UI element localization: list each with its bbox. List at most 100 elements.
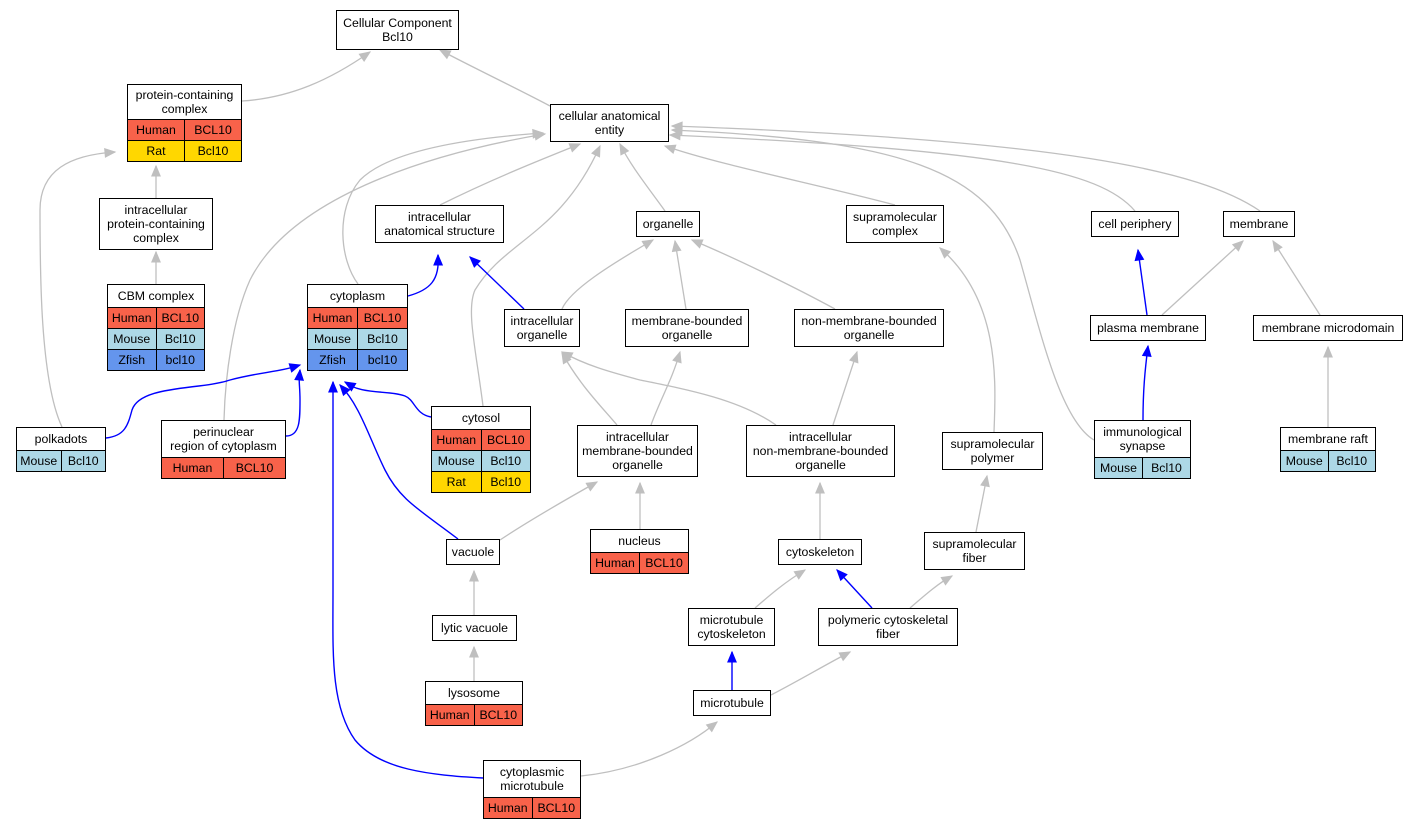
node-ias[interactable]: intracellular anatomical structure: [375, 205, 504, 243]
edge-cae-to-root: [439, 49, 551, 107]
species-cell: Zfish: [118, 353, 146, 367]
node-root[interactable]: Cellular Component Bcl10: [336, 10, 459, 50]
node-label: intracellular non-membrane-bounded organ…: [752, 430, 889, 472]
gene-cell: BCL10: [155, 308, 205, 328]
edge-cytosol-to-cae-arrowhead: [591, 144, 601, 158]
species-cell: Rat: [146, 144, 166, 158]
edge-nmbo-to-organelle-arrowhead: [690, 239, 704, 249]
node-label: membrane raft: [1288, 432, 1368, 446]
node-label: vacuole: [451, 545, 495, 559]
species-cell: Human: [436, 433, 477, 447]
node-label: organelle: [642, 217, 694, 231]
node-mbo[interactable]: membrane-bounded organelle: [625, 309, 749, 347]
node-cytoskeleton[interactable]: cytoskeleton: [778, 539, 862, 565]
species-cell: Zfish: [319, 353, 346, 367]
node-smc[interactable]: supramolecular complex: [846, 205, 944, 243]
node-label: cellular anatomical entity: [558, 109, 661, 137]
edge-lysosome-to-lytic-arrowhead: [469, 645, 479, 658]
node-cae[interactable]: cellular anatomical entity: [550, 104, 669, 142]
gene-cell: Bcl10: [155, 329, 205, 349]
species-cell: Human: [312, 311, 353, 325]
edge-perinuclear-to-cae: [223, 133, 546, 421]
node-mtcyto[interactable]: microtubule cytoskeleton: [688, 608, 775, 646]
edge-inmbo-to-nmbo: [832, 351, 858, 426]
edge-cytosol-to-cytoplasm-arrowhead: [343, 381, 357, 392]
edge-cmt-to-microtubule: [580, 721, 718, 777]
node-microtubule[interactable]: microtubule: [693, 690, 771, 716]
node-label: lytic vacuole: [441, 621, 508, 635]
edge-vacuole-to-imbo-arrowhead: [585, 481, 599, 492]
node-mmd[interactable]: membrane microdomain: [1253, 315, 1403, 341]
node-imbo[interactable]: intracellular membrane-bounded organelle: [577, 425, 698, 477]
gene-cell: Bcl10: [480, 472, 531, 492]
edge-intraorg-to-organelle-arrowhead: [641, 239, 655, 250]
edge-cae-to-root-arrowhead: [438, 49, 452, 60]
edge-intraorg-to-ias-arrowhead: [469, 256, 481, 268]
species-cell: Mouse: [1285, 454, 1323, 468]
gene-cell: BCL10: [357, 308, 407, 328]
node-label: intracellular membrane-bounded organelle: [582, 430, 693, 472]
node-nmbo[interactable]: non-membrane-bounded organelle: [794, 309, 944, 347]
node-ipcc[interactable]: intracellular protein-containing complex: [99, 198, 213, 250]
edge-smp-to-smc: [939, 247, 996, 433]
node-label: cytoskeleton: [785, 545, 855, 559]
node-lytic[interactable]: lytic vacuole: [432, 615, 517, 641]
edge-cellperiph-to-cae: [669, 134, 1136, 212]
edge-polkadots-to-pcc-arrowhead: [104, 148, 117, 158]
edge-cytosol-to-cae: [470, 145, 601, 407]
edge-immsyn-to-pm: [1142, 345, 1149, 421]
node-organelle[interactable]: organelle: [636, 211, 700, 237]
edge-pm-to-membrane-arrowhead: [1231, 240, 1244, 252]
node-label: cytosol: [461, 411, 501, 425]
node-label: intracellular organelle: [510, 314, 574, 342]
edge-pcc-to-root-arrowhead: [358, 51, 372, 63]
edge-smp-to-smc-arrowhead: [939, 247, 952, 259]
edge-pcf-to-cytoskeleton-arrowhead: [836, 569, 848, 582]
edge-nmbo-to-organelle: [691, 239, 836, 310]
edge-inmbo-to-intraorg-arrowhead: [560, 351, 574, 362]
annotation-row: Human BCL10: [308, 307, 407, 328]
edge-microtubule-to-pcf-arrowhead: [838, 651, 852, 662]
edge-pm-to-membrane: [1161, 240, 1244, 316]
node-inmbo[interactable]: intracellular non-membrane-bounded organ…: [746, 425, 895, 477]
node-label: cytoplasm: [329, 289, 386, 303]
gene-cell: Bcl10: [184, 141, 241, 161]
edge-ias-to-cae-arrowhead: [568, 143, 582, 153]
edge-cbm-to-ipcc-arrowhead: [151, 250, 161, 263]
node-pcf[interactable]: polymeric cytoskeletal fiber: [818, 608, 958, 646]
node-pm[interactable]: plasma membrane: [1090, 315, 1206, 341]
edge-ias-to-cae: [439, 143, 581, 206]
edge-organelle-to-cae-arrowhead: [619, 142, 630, 156]
gene-cell: Bcl10: [1142, 458, 1190, 478]
edge-cmt-to-microtubule-arrowhead: [705, 721, 719, 733]
edge-mbo-to-organelle: [674, 240, 687, 310]
node-label: polymeric cytoskeletal fiber: [827, 613, 949, 641]
edge-polkadots-to-pcc: [39, 151, 116, 428]
node-label: nucleus: [618, 534, 661, 548]
node-cellperiph[interactable]: cell periphery: [1091, 211, 1179, 237]
edge-cellperiph-to-cae-arrowhead: [668, 130, 681, 141]
node-label: supramolecular complex: [852, 210, 938, 238]
node-vacuole[interactable]: vacuole: [446, 539, 500, 565]
species-cell: Rat: [446, 475, 466, 489]
node-smf[interactable]: supramolecular fiber: [924, 532, 1025, 570]
species-cell: Human: [487, 801, 528, 815]
gene-cell: Bcl10: [357, 329, 407, 349]
node-membrane[interactable]: membrane: [1223, 211, 1295, 237]
node-smp[interactable]: supramolecular polymer: [942, 432, 1043, 470]
species-cell: Mouse: [1100, 461, 1137, 475]
node-intraorg[interactable]: intracellular organelle: [504, 309, 580, 347]
